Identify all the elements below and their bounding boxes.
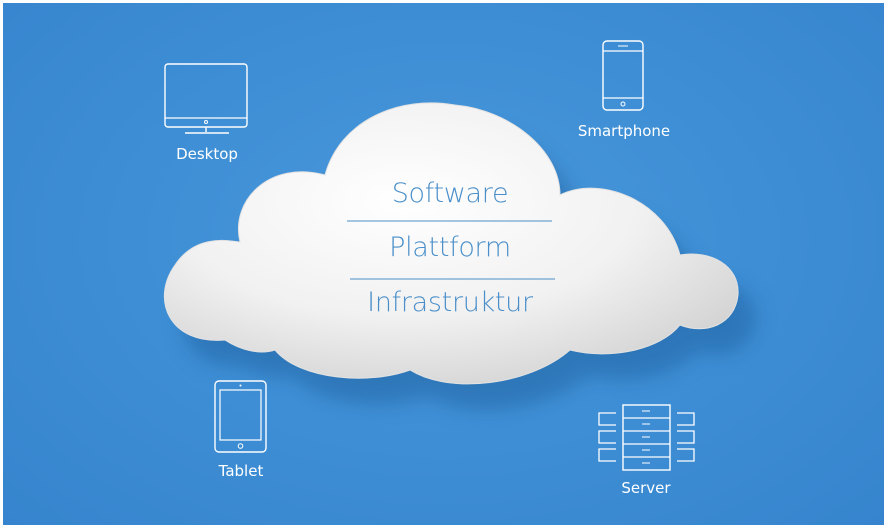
server-label: Server bbox=[621, 479, 671, 497]
tablet-label: Tablet bbox=[218, 462, 264, 480]
cloud-layer-infrastructure: Infrastruktur bbox=[367, 287, 533, 318]
desktop-label: Desktop bbox=[176, 145, 238, 163]
cloud-layer-software: Software bbox=[391, 178, 509, 209]
server-rack-icon bbox=[598, 404, 695, 471]
smartphone-label: Smartphone bbox=[577, 122, 671, 140]
desktop-monitor-icon bbox=[164, 63, 248, 134]
tablet-icon bbox=[214, 380, 267, 453]
cloud-layer-platform: Plattform bbox=[389, 232, 511, 263]
smartphone-icon bbox=[602, 40, 644, 111]
